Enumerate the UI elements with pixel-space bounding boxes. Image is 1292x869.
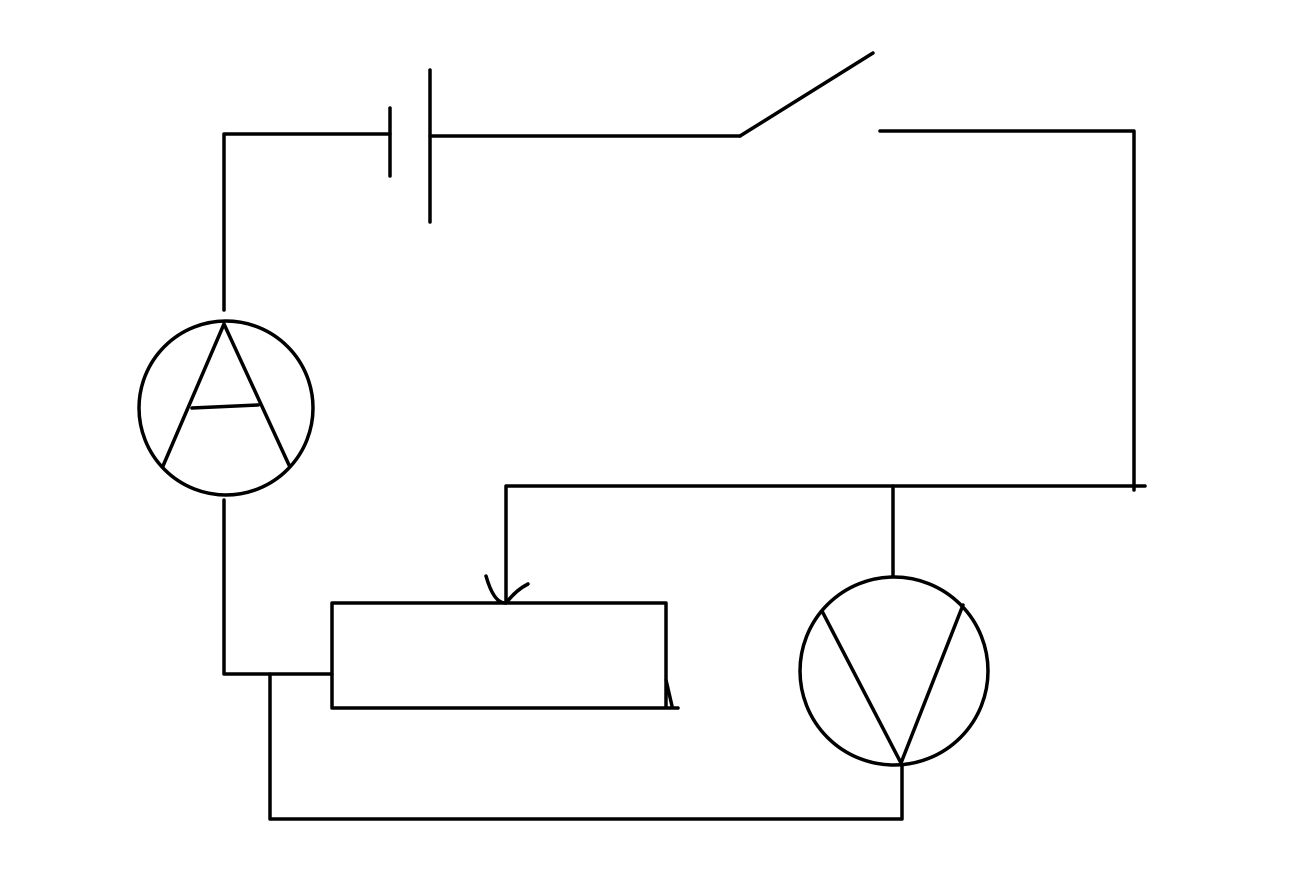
switch-lever <box>738 51 875 138</box>
wire-ammeter-to-rheostat <box>222 498 334 676</box>
wire-top-left <box>222 132 392 312</box>
rheostat <box>330 601 680 710</box>
voltmeter-letter-v <box>820 603 965 765</box>
voltmeter-circle <box>798 575 990 767</box>
rheostat-end-mark <box>664 678 674 708</box>
wire-middle <box>504 484 1147 605</box>
battery <box>388 68 432 224</box>
wire-bottom <box>268 672 904 821</box>
switch-open <box>738 51 875 138</box>
voltmeter <box>798 575 990 767</box>
rheostat-body <box>330 601 680 710</box>
ammeter <box>137 319 315 497</box>
ammeter-letter-a <box>161 322 291 468</box>
wire-right <box>878 129 1136 492</box>
